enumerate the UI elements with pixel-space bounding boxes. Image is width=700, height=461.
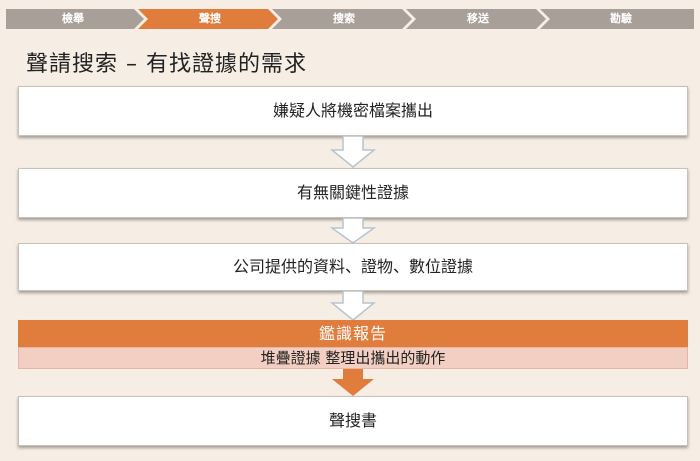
step-label-1: 檢舉	[62, 12, 84, 25]
step-label-4: 移送	[467, 12, 489, 25]
progress-chevrons	[6, 9, 694, 29]
flow-box-search-warrant: 聲搜書	[18, 396, 688, 446]
step-chevron-3	[272, 9, 412, 29]
step-label-5: 勘驗	[610, 12, 632, 25]
step-chevron-2	[138, 9, 278, 29]
forensic-report-header: 鑑識報告	[18, 320, 688, 347]
flow-down-arrow-2	[330, 218, 376, 244]
step-chevron-5	[540, 9, 694, 29]
flow-box-suspect: 嫌疑人將機密檔案攜出	[18, 86, 688, 136]
process-progress-bar: 檢舉 聲搜 搜索 移送 勘驗	[6, 9, 694, 29]
flow-down-arrow-1	[330, 136, 376, 168]
step-label-2: 聲搜	[199, 12, 221, 25]
flow-box-company-evidence: 公司提供的資料、證物、數位證據	[18, 243, 688, 291]
flow-box-key-evidence: 有無關鍵性證據	[18, 168, 688, 218]
page-title: 聲請搜索 – 有找證據的需求	[26, 52, 307, 77]
step-chevron-1	[6, 9, 144, 29]
forensic-report-detail: 堆疊證據 整理出攜出的動作	[18, 347, 688, 369]
flow-down-arrow-3	[330, 291, 376, 321]
step-chevron-4	[406, 9, 546, 29]
step-label-3: 搜索	[333, 12, 355, 25]
flow-down-arrow-4	[332, 369, 374, 396]
